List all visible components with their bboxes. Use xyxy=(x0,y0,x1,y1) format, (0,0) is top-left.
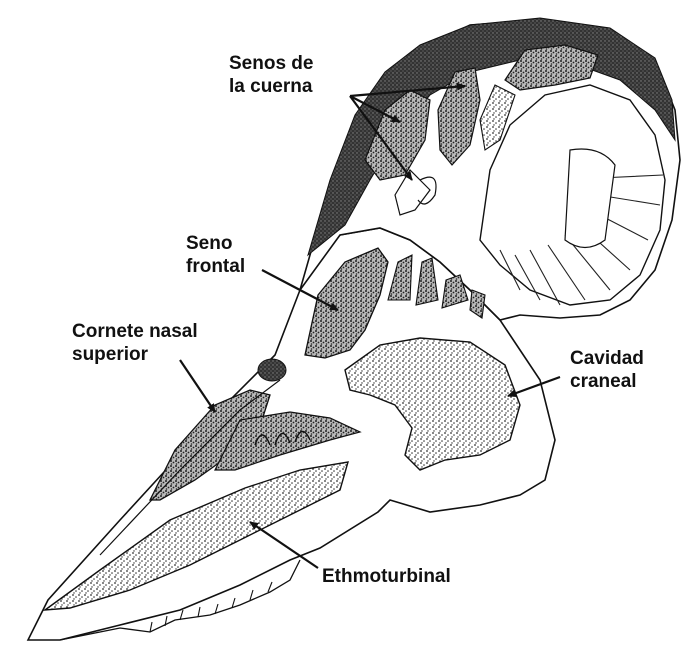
label-horn-sinuses: Senos de la cuerna xyxy=(229,52,313,98)
label-frontal-sinus-line-2: frontal xyxy=(186,255,245,278)
label-cranial-cavity-line-2: craneal xyxy=(570,370,644,393)
label-horn-sinuses-line-1: Senos de xyxy=(229,52,313,75)
label-frontal-sinus: Seno frontal xyxy=(186,232,245,278)
label-horn-sinuses-line-2: la cuerna xyxy=(229,75,313,98)
label-cranial-cavity: Cavidad craneal xyxy=(570,347,644,393)
arrow-nasal-concha xyxy=(180,360,215,412)
label-ethmoturbinal: Ethmoturbinal xyxy=(322,565,451,588)
label-cranial-cavity-line-1: Cavidad xyxy=(570,347,644,370)
nasal-foramen xyxy=(258,359,286,381)
label-superior-nasal-concha-line-1: Cornete nasal xyxy=(72,320,198,343)
label-frontal-sinus-line-1: Seno xyxy=(186,232,245,255)
label-ethmoturbinal-text: Ethmoturbinal xyxy=(322,565,451,588)
label-superior-nasal-concha-line-2: superior xyxy=(72,343,198,366)
label-superior-nasal-concha: Cornete nasal superior xyxy=(72,320,198,366)
